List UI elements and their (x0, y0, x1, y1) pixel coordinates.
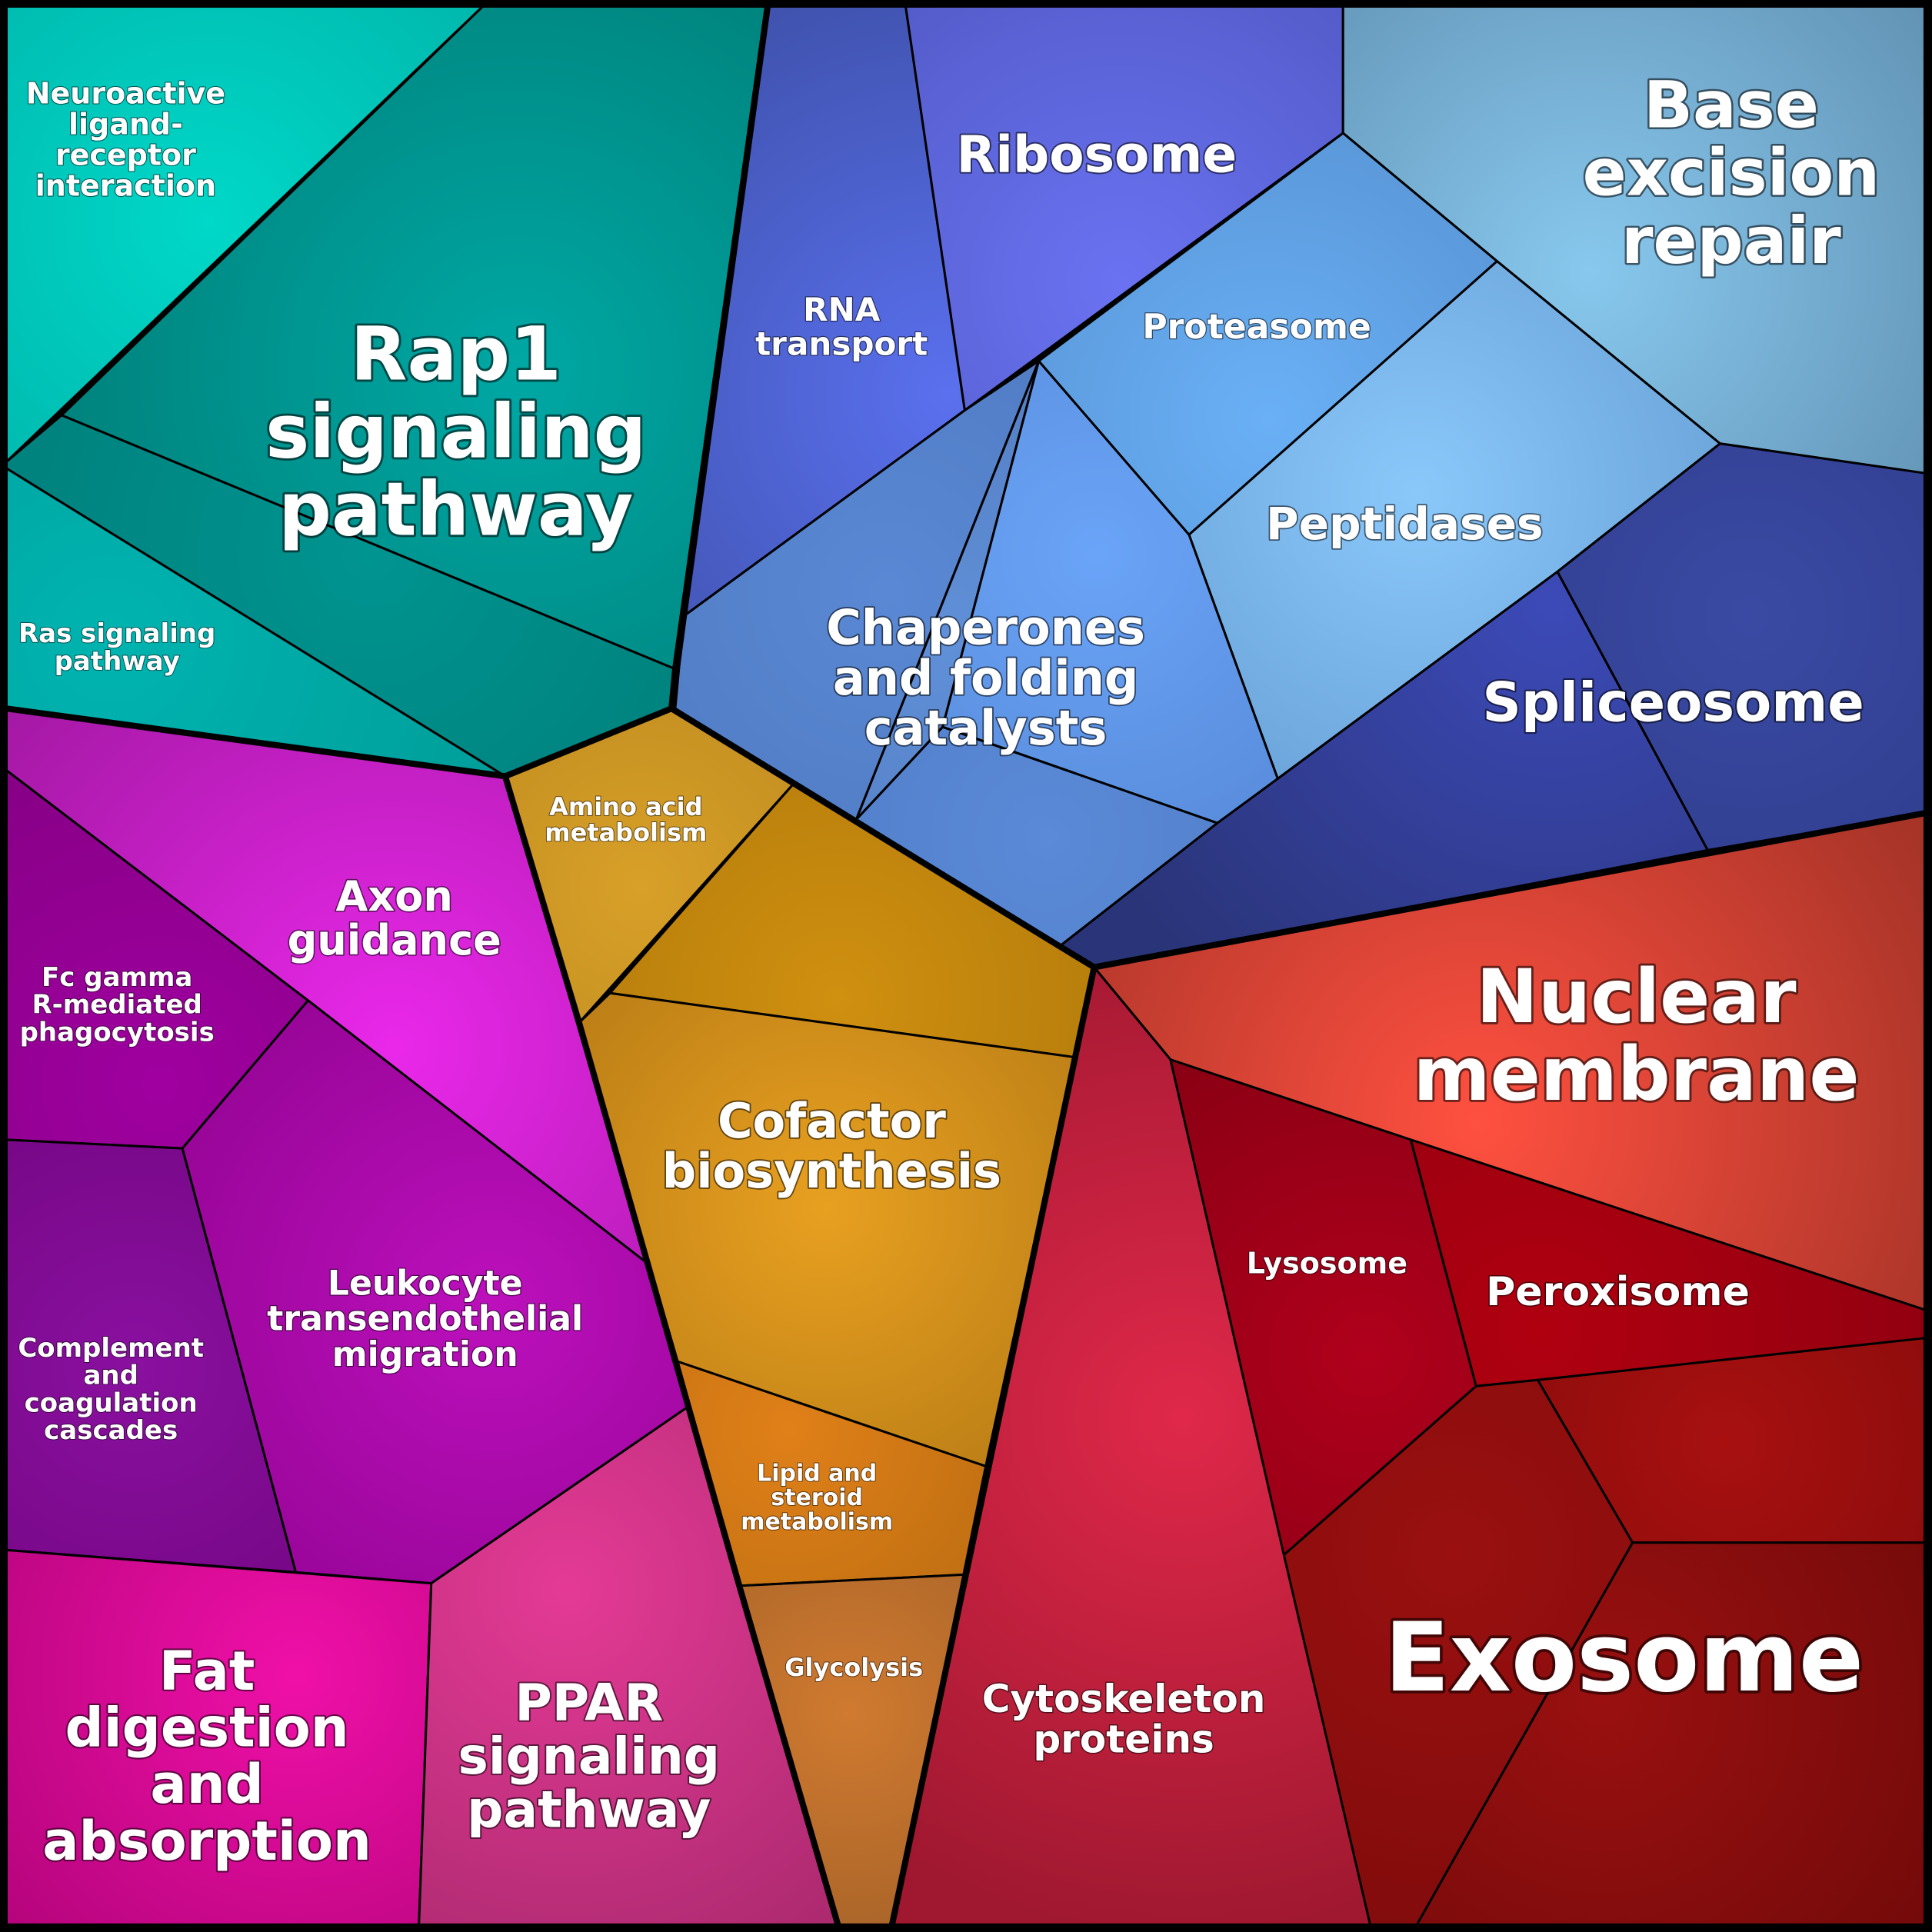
label-line: digestion (65, 1697, 348, 1760)
label-line: Rap1 (351, 311, 562, 397)
label-line: signaling (458, 1727, 720, 1786)
label-line: interaction (35, 168, 216, 202)
label-line: Ribosome (956, 125, 1237, 184)
label-line: Proteasome (1142, 308, 1371, 347)
label-line: and folding (833, 650, 1139, 706)
label-line: and (83, 1361, 138, 1391)
label-line: Glycolysis (784, 1653, 923, 1682)
label-line: Leukocyte (328, 1264, 523, 1303)
label-glycolysis: Glycolysis (784, 1653, 923, 1682)
label-line: excision (1583, 135, 1880, 211)
label-line: transport (755, 325, 928, 362)
label-line: pathway (55, 646, 180, 677)
label-ribosome: Ribosome (956, 125, 1237, 184)
label-line: signaling (265, 388, 646, 475)
label-line: Complement (18, 1333, 204, 1364)
label-line: proteins (1033, 1717, 1214, 1762)
label-line: catalysts (864, 700, 1108, 756)
label-line: biosynthesis (662, 1143, 1001, 1199)
label-line: metabolism (545, 818, 707, 847)
label-line: pathway (278, 466, 633, 552)
label-line: Peptidases (1266, 498, 1544, 550)
label-line: Nuclear (1476, 954, 1797, 1040)
group-border-3 (888, 966, 1098, 1926)
label-line: metabolism (741, 1509, 893, 1536)
label-line: and (150, 1753, 263, 1816)
label-peptidases: Peptidases (1266, 498, 1544, 550)
label-line: coagulation (25, 1387, 198, 1418)
label-line: Base (1644, 67, 1819, 142)
cell-chaperones-d (854, 359, 1041, 821)
label-line: transendothelial (267, 1300, 583, 1339)
label-line: Lipid and (757, 1461, 877, 1487)
label-line: Peroxisome (1486, 1269, 1750, 1315)
label-line: absorption (42, 1810, 371, 1873)
label-line: migration (332, 1335, 518, 1374)
label-line: Cofactor (718, 1093, 946, 1149)
label-peroxisome: Peroxisome (1486, 1269, 1750, 1315)
label-line: membrane (1413, 1031, 1859, 1118)
label-proteasome: Proteasome (1142, 308, 1371, 347)
label-line: Spliceosome (1482, 671, 1864, 734)
label-line: Amino acid (549, 792, 702, 821)
label-line: PPAR (515, 1674, 663, 1733)
group-border-1 (670, 705, 1926, 971)
label-line: Axon (335, 872, 452, 921)
label-line: pathway (467, 1780, 711, 1839)
label-line: Ras signaling (18, 618, 215, 649)
label-line: repair (1621, 203, 1841, 278)
label-spliceosome: Spliceosome (1482, 671, 1864, 734)
label-lysosome: Lysosome (1247, 1246, 1407, 1280)
group-borders (5, 5, 1926, 1926)
label-line: ligand- (68, 107, 183, 141)
label-line: receptor (55, 138, 196, 172)
label-line: Lysosome (1247, 1246, 1407, 1280)
label-line: R-mediated (32, 990, 202, 1021)
label-line: steroid (771, 1484, 863, 1511)
label-line: Fat (159, 1640, 255, 1703)
cells-layer (5, 5, 1926, 1926)
label-exosome: Exosome (1384, 1603, 1864, 1714)
label-line: guidance (288, 916, 501, 964)
group-border-2 (502, 775, 841, 1926)
label-line: cascades (44, 1415, 178, 1446)
label-line: phagocytosis (20, 1017, 215, 1048)
label-line: RNA (803, 291, 881, 328)
group-border-4 (668, 5, 771, 709)
label-line: Exosome (1384, 1603, 1864, 1714)
label-line: Chaperones (826, 600, 1145, 656)
label-line: Fc gamma (42, 962, 192, 993)
label-line: Neuroactive (26, 76, 225, 110)
label-line: Cytoskeleton (982, 1676, 1266, 1721)
